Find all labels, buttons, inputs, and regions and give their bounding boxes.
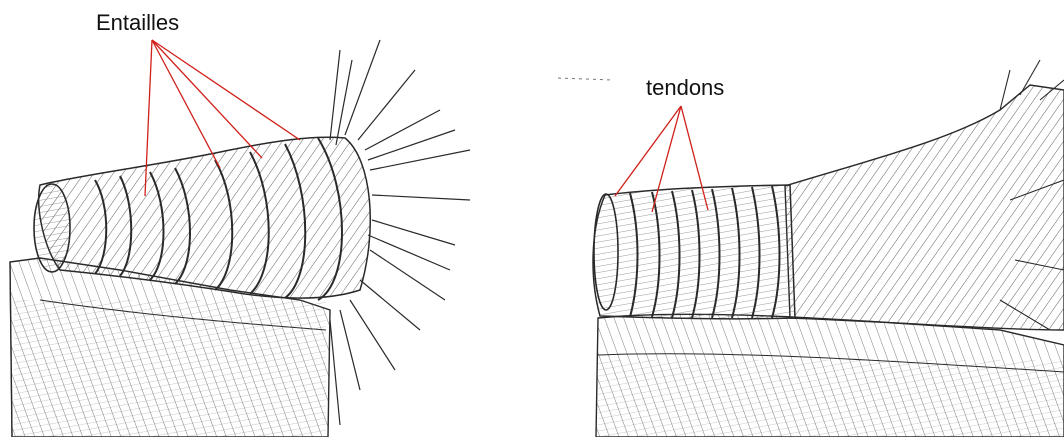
right-stray-mark — [558, 78, 612, 80]
label-tendons: tendons — [646, 75, 724, 101]
right-stone-block — [596, 314, 1064, 437]
leader-line — [152, 40, 300, 140]
label-entailles: Entailles — [96, 10, 179, 36]
leader-line — [152, 40, 262, 158]
right-sketch — [558, 60, 1064, 437]
right-beam — [785, 60, 1064, 330]
right-tenon — [593, 185, 795, 319]
leader-line — [152, 40, 220, 168]
leader-line — [615, 106, 681, 196]
